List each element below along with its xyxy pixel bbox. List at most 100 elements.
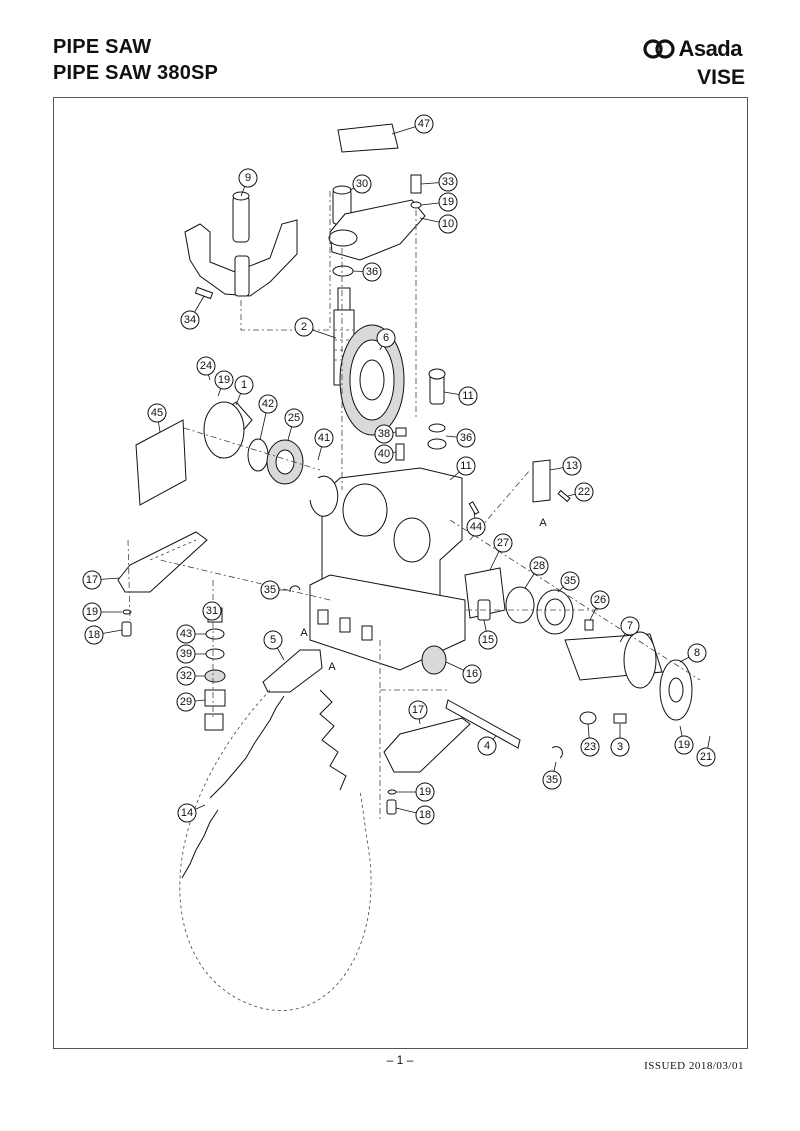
svg-text:14: 14	[181, 807, 193, 819]
svg-text:36: 36	[460, 432, 472, 444]
svg-text:18: 18	[88, 629, 100, 641]
svg-text:34: 34	[184, 314, 196, 326]
svg-text:21: 21	[700, 751, 712, 763]
callout-21: 22	[574, 482, 594, 502]
callout-22: 24	[196, 356, 216, 376]
brand-logo: Asada	[642, 36, 742, 62]
callout-18a: 18	[84, 625, 104, 645]
callout-23: 25	[284, 408, 304, 428]
callout-1: 1	[234, 375, 254, 395]
page-number: – 1 –	[386, 1053, 414, 1067]
callout-47: 47	[414, 114, 434, 134]
svg-text:35: 35	[264, 584, 276, 596]
callout-28: 31	[202, 601, 222, 621]
svg-text:38: 38	[378, 428, 390, 440]
callout-45: 45	[147, 403, 167, 423]
issued-date: ISSUED 2018/03/01	[644, 1060, 744, 1072]
document-subtitle: PIPE SAW 380SP	[53, 62, 219, 84]
svg-text:19: 19	[218, 374, 230, 386]
callout-16: 16	[462, 664, 482, 684]
svg-text:33: 33	[442, 176, 454, 188]
asada-logo-icon	[643, 39, 676, 59]
callout-24: 26	[590, 590, 610, 610]
callout-34: 35	[560, 571, 580, 591]
svg-text:26: 26	[594, 594, 606, 606]
svg-text:35: 35	[564, 575, 576, 587]
svg-text:44: 44	[470, 521, 482, 533]
callout-43: 44	[466, 517, 486, 537]
svg-text:15: 15	[482, 634, 494, 646]
callout-2: 2	[294, 317, 314, 337]
callout-20: 21	[696, 747, 716, 767]
callout-38: 38	[374, 424, 394, 444]
callout-19d: 19	[674, 735, 694, 755]
svg-text:11: 11	[462, 390, 473, 402]
callout-17a: 17	[82, 570, 102, 590]
callout-41: 39	[176, 644, 196, 664]
svg-text:43: 43	[180, 628, 192, 640]
brand-name: Asada	[678, 36, 742, 61]
callout-27: 30	[352, 174, 372, 194]
diagram-frame	[53, 97, 748, 1049]
connection-marker-a: A	[300, 627, 308, 639]
svg-text:17: 17	[86, 574, 98, 586]
callout-10: 10	[438, 214, 458, 234]
svg-text:32: 32	[180, 670, 192, 682]
callout-44: 40	[374, 444, 394, 464]
svg-text:25: 25	[288, 412, 300, 424]
svg-text:41: 41	[318, 432, 330, 444]
callout-40: 42	[258, 394, 278, 414]
callout-29: 29	[176, 692, 196, 712]
svg-text:19: 19	[86, 606, 98, 618]
svg-text:27: 27	[497, 537, 509, 549]
callout-31: 23	[580, 737, 600, 757]
svg-text:19: 19	[419, 786, 431, 798]
svg-text:1: 1	[241, 379, 247, 391]
callout-11: 11	[456, 456, 476, 476]
callout-33: 34	[180, 310, 200, 330]
svg-text:30: 30	[356, 178, 368, 190]
callout-35a: 35	[260, 580, 280, 600]
callout-19a: 19	[438, 192, 458, 212]
svg-text:11: 11	[460, 460, 471, 472]
callout-13: 13	[562, 456, 582, 476]
connection-marker-a: A	[539, 517, 547, 529]
part-drawings	[117, 123, 693, 879]
svg-text:22: 22	[578, 486, 590, 498]
callout-35b: 35	[542, 770, 562, 790]
exploded-parts-diagram: 47 9 30 33 19 10 36 34 2 6 24 19 1 11 42…	[82, 114, 716, 1011]
svg-text:4: 4	[484, 740, 490, 752]
callout-4: 4	[477, 736, 497, 756]
svg-text:23: 23	[584, 741, 596, 753]
section-title: VISE	[697, 66, 745, 89]
svg-text:7: 7	[627, 620, 633, 632]
callout-39: 41	[314, 428, 334, 448]
svg-text:5: 5	[270, 634, 276, 646]
callout-19e: 19	[415, 782, 435, 802]
callout-36b: 36	[456, 428, 476, 448]
callout-3: 3	[610, 737, 630, 757]
callout-5: 5	[263, 630, 283, 650]
callout-15: 15	[478, 630, 498, 650]
svg-text:28: 28	[533, 560, 545, 572]
callout-18b: 18	[415, 805, 435, 825]
svg-text:13: 13	[566, 460, 578, 472]
callout-12: 11	[458, 386, 478, 406]
callout-25: 27	[493, 533, 513, 553]
svg-text:16: 16	[466, 668, 478, 680]
callout-36a: 36	[362, 262, 382, 282]
callout-19b: 19	[214, 370, 234, 390]
svg-text:35: 35	[546, 774, 558, 786]
callout-19c: 19	[82, 602, 102, 622]
svg-text:29: 29	[180, 696, 192, 708]
svg-text:18: 18	[419, 809, 431, 821]
svg-text:19: 19	[678, 739, 690, 751]
callout-8: 8	[687, 643, 707, 663]
callout-30: 32	[176, 666, 196, 686]
callout-7: 7	[620, 616, 640, 636]
callout-9: 9	[238, 168, 258, 188]
svg-text:42: 42	[262, 398, 274, 410]
svg-text:40: 40	[378, 448, 390, 460]
svg-text:17: 17	[412, 704, 424, 716]
part-callouts: 47 9 30 33 19 10 36 34 2 6 24 19 1 11 42…	[82, 114, 716, 825]
